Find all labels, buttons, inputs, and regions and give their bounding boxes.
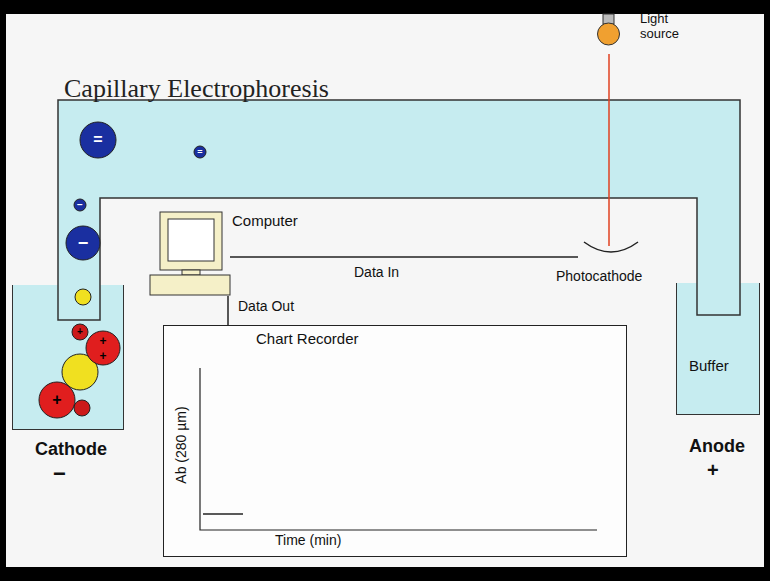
axis-label: Ab (280 µm) — [174, 406, 188, 483]
anion — [66, 226, 100, 260]
anode-beaker: BufferAnode+ — [676, 283, 760, 415]
charge-sign: + — [77, 327, 83, 337]
monitor-neck — [182, 270, 200, 275]
screen — [168, 219, 214, 261]
photocathode-dish — [584, 242, 638, 252]
background — [6, 14, 764, 567]
charge-sign: + — [99, 350, 106, 362]
buffer-label: Buffer — [689, 357, 729, 374]
cathode-beaker: Cathode− — [12, 285, 124, 430]
neutral — [75, 289, 91, 305]
chart-paper — [163, 325, 627, 557]
charge-sign: = — [93, 132, 102, 148]
charge-sign: + — [52, 392, 61, 408]
electrode-label: Cathode — [35, 439, 107, 460]
light-bulb: Light source — [596, 14, 622, 54]
box-title: Chart Recorder — [256, 330, 359, 347]
axis-label: Time (min) — [275, 533, 341, 547]
cation — [39, 382, 75, 418]
monitor — [160, 212, 222, 270]
chart-axes — [200, 368, 597, 530]
charge-sign: − — [78, 234, 89, 252]
cation — [86, 331, 120, 365]
component-label: Light source — [640, 12, 702, 42]
computer-icon: Computer — [150, 212, 230, 296]
polarity-sign: + — [707, 459, 719, 482]
anion — [80, 122, 116, 158]
diagram-title: Capillary Electrophoresis — [64, 74, 329, 104]
cation — [74, 400, 90, 416]
chart-recorder-box: Chart Recorder — [163, 325, 627, 557]
chart-trace — [203, 513, 243, 515]
anion — [74, 199, 86, 211]
charge-sign: + — [99, 335, 106, 347]
polarity-sign: − — [53, 461, 66, 486]
component-label: Photocathode — [556, 268, 642, 284]
data-line — [230, 256, 578, 258]
capillary-tube — [58, 100, 740, 320]
computer-base — [150, 275, 230, 295]
photocathode: Photocathode — [578, 238, 644, 260]
light-beam — [608, 54, 610, 246]
component-label: Computer — [232, 212, 298, 229]
bulb-globe — [598, 23, 620, 45]
edge-label: Data In — [352, 264, 401, 280]
data-line — [227, 296, 229, 325]
charge-sign: − — [77, 200, 83, 210]
cation — [72, 324, 88, 340]
edge-label: Data Out — [236, 298, 296, 314]
anion — [194, 146, 206, 158]
electrode-label: Anode — [689, 436, 745, 457]
charge-sign: = — [197, 148, 202, 157]
